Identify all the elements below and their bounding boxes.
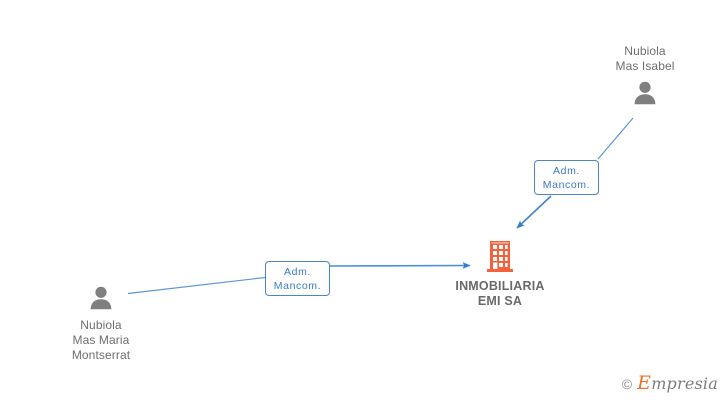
node-label-person-top: Nubiola Mas Isabel	[615, 44, 675, 73]
edge-line-person-bottom-to-label	[127, 276, 266, 295]
node-person-nubiola-mas-maria-montserrat[interactable]: Nubiola Mas Maria Montserrat	[35, 285, 167, 363]
edge-line-label-top-to-company	[516, 195, 552, 229]
edge-label-adm-mancom-top[interactable]: Adm. Mancom.	[534, 160, 599, 195]
node-company-inmobiliaria-emi-sa[interactable]: INMOBILIARIA EMI SA	[435, 239, 565, 309]
node-person-nubiola-mas-isabel[interactable]: Nubiola Mas Isabel	[578, 44, 712, 106]
watermark-empresia: © Empresia	[621, 372, 718, 394]
building-icon	[487, 241, 513, 272]
node-label-company: INMOBILIARIA EMI SA	[455, 279, 545, 308]
brand-rest: mpresia	[651, 374, 718, 393]
person-icon	[90, 286, 112, 310]
edge-line-label-to-company	[329, 262, 471, 269]
copyright-icon: ©	[621, 375, 633, 392]
node-label-person-bottom: Nubiola Mas Maria Montserrat	[71, 318, 131, 362]
edge-line-person-top-to-label	[597, 117, 634, 160]
person-icon	[634, 81, 656, 105]
brand-wordmark: Empresia	[637, 372, 718, 394]
brand-initial: E	[637, 372, 652, 394]
edge-label-adm-mancom-left[interactable]: Adm. Mancom.	[265, 261, 330, 296]
